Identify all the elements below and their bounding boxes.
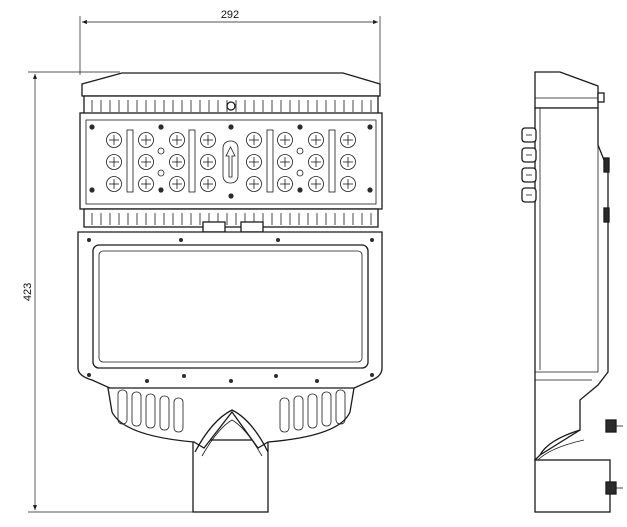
led-lens bbox=[246, 132, 262, 148]
led-ring bbox=[296, 169, 304, 177]
tail-slot-right bbox=[279, 397, 290, 433]
module-screw bbox=[158, 124, 164, 130]
module-screw bbox=[297, 187, 303, 193]
led-lens bbox=[169, 154, 185, 170]
led-lens bbox=[340, 176, 356, 192]
side-view bbox=[521, 71, 623, 513]
module-screw bbox=[89, 187, 95, 193]
housing-screw bbox=[182, 374, 186, 378]
led-ring bbox=[296, 147, 304, 155]
side-bolt-upper bbox=[605, 419, 617, 433]
led-divider-bar bbox=[266, 129, 274, 193]
direction-arrow-icon bbox=[225, 146, 236, 178]
side-pole-mount bbox=[534, 459, 611, 513]
clamp-curve-inner bbox=[201, 419, 263, 457]
led-lens bbox=[169, 176, 185, 192]
side-tail-curve bbox=[539, 429, 581, 456]
led-lens bbox=[106, 154, 122, 170]
top-cap bbox=[81, 72, 381, 97]
led-divider-bar bbox=[126, 129, 134, 193]
height-label: 423 bbox=[22, 283, 34, 301]
led-lens bbox=[308, 132, 324, 148]
housing-screw bbox=[370, 238, 374, 242]
housing-screw bbox=[87, 373, 91, 377]
housing-screw bbox=[229, 379, 233, 383]
led-lens bbox=[106, 132, 122, 148]
tail-bracket bbox=[107, 387, 355, 449]
housing-screw bbox=[87, 238, 91, 242]
module-screw bbox=[297, 124, 303, 130]
tail-slot-left bbox=[173, 397, 184, 433]
tail-slot-right bbox=[293, 395, 304, 431]
led-lens bbox=[106, 176, 122, 192]
led-lens bbox=[308, 176, 324, 192]
led-ring bbox=[157, 147, 165, 155]
led-lens bbox=[246, 154, 262, 170]
housing-screw bbox=[276, 238, 280, 242]
side-bolt-lower bbox=[605, 481, 617, 495]
side-screw-upper bbox=[603, 157, 610, 173]
led-lens bbox=[169, 132, 185, 148]
hinge-clip-right bbox=[240, 221, 264, 233]
height-dimension: 423 bbox=[22, 71, 195, 513]
side-top-nub bbox=[597, 92, 605, 103]
side-screw-middle bbox=[603, 207, 610, 223]
led-lens bbox=[246, 176, 262, 192]
housing-screw bbox=[274, 374, 278, 378]
module-screw bbox=[89, 124, 95, 130]
housing-screw bbox=[179, 238, 183, 242]
tail-slot-right bbox=[321, 391, 332, 427]
led-ring bbox=[157, 169, 165, 177]
tail-slot-left bbox=[159, 395, 170, 431]
tail-slot-right bbox=[335, 389, 346, 425]
module-screw bbox=[158, 187, 164, 193]
top-screw bbox=[226, 101, 236, 111]
tail-slot-right bbox=[307, 393, 318, 429]
side-top-head bbox=[534, 71, 599, 109]
led-lens bbox=[200, 132, 216, 148]
led-lens bbox=[138, 154, 154, 170]
clamp-curve bbox=[194, 409, 269, 453]
led-lens bbox=[340, 154, 356, 170]
housing-screw bbox=[370, 373, 374, 377]
tail-slot-left bbox=[131, 391, 142, 427]
width-label: 292 bbox=[221, 9, 239, 21]
tail-slot-left bbox=[117, 389, 128, 425]
front-view bbox=[77, 72, 383, 513]
housing-screw bbox=[315, 379, 319, 383]
led-lens bbox=[200, 176, 216, 192]
led-lens bbox=[138, 176, 154, 192]
pole-stem bbox=[192, 439, 269, 513]
direction-slot bbox=[222, 140, 239, 184]
lower-heatsink bbox=[83, 208, 379, 228]
module-screw bbox=[367, 124, 373, 130]
led-lens bbox=[277, 132, 293, 148]
module-screw bbox=[228, 124, 234, 130]
side-body bbox=[534, 107, 609, 462]
led-lens bbox=[308, 154, 324, 170]
tail-slot-left bbox=[145, 393, 156, 429]
hinge-clip-left bbox=[202, 221, 226, 233]
driver-cover-inner bbox=[98, 250, 363, 363]
module-screw bbox=[367, 187, 373, 193]
driver-cover bbox=[92, 244, 369, 369]
led-lens bbox=[340, 132, 356, 148]
led-module-inner bbox=[85, 119, 377, 205]
housing-screw bbox=[145, 379, 149, 383]
led-lens bbox=[277, 154, 293, 170]
led-lens bbox=[200, 154, 216, 170]
led-divider-bar bbox=[188, 129, 196, 193]
module-screw bbox=[228, 193, 234, 199]
led-divider-bar bbox=[328, 129, 336, 193]
led-lens bbox=[138, 132, 154, 148]
width-dimension: 292 bbox=[79, 9, 381, 90]
led-lens bbox=[277, 176, 293, 192]
